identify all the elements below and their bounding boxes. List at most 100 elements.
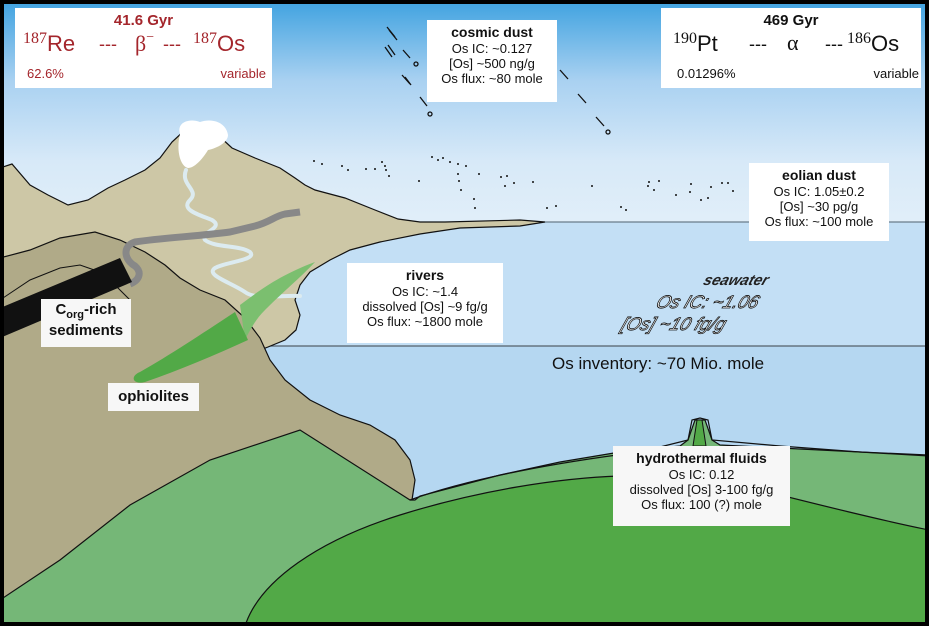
dust-speck	[313, 160, 315, 162]
os-187-abundance: variable	[220, 66, 266, 81]
dust-speck	[700, 199, 702, 201]
separator: ---	[749, 34, 767, 54]
oceanic-crust-top-edge	[409, 417, 925, 501]
dust-speck	[675, 194, 677, 196]
separator: ---	[825, 34, 843, 54]
cosmic-dust-os-ic: Os IC: ~0.127	[451, 40, 533, 56]
eolian-dust-particles	[313, 156, 734, 211]
pt-190-isotope: 190Pt	[673, 30, 718, 56]
ophiolites-text: ophiolites	[118, 388, 189, 405]
dust-speck	[647, 185, 649, 187]
hydrothermal-title: hydrothermal fluids	[636, 450, 767, 466]
dust-speck	[625, 209, 627, 211]
dust-speck	[458, 180, 460, 182]
dust-speck	[374, 168, 376, 170]
dust-speck	[478, 173, 480, 175]
dust-speck	[500, 176, 502, 178]
gray-band	[122, 208, 301, 288]
separator: ---	[163, 34, 181, 54]
hydrothermal-concentration: dissolved [Os] 3-100 fg/g	[629, 481, 774, 497]
dust-speck	[506, 175, 508, 177]
dust-speck	[546, 207, 548, 209]
dust-speck	[721, 182, 723, 184]
dust-speck	[555, 205, 557, 207]
os-187-isotope: 187Os	[193, 30, 246, 56]
dust-speck	[384, 165, 386, 167]
dust-speck	[418, 180, 420, 182]
dust-speck	[532, 181, 534, 183]
dust-speck	[465, 165, 467, 167]
dust-speck	[365, 168, 367, 170]
dust-speck	[385, 169, 387, 171]
dust-speck	[341, 165, 343, 167]
re-abundance: 62.6%	[27, 66, 64, 81]
seawater-concentration: [Os] ~10 fg/g	[618, 314, 730, 335]
dust-speck	[388, 175, 390, 177]
dust-speck	[707, 197, 709, 199]
dust-speck	[449, 161, 451, 163]
eolian-dust-title: eolian dust	[782, 167, 856, 183]
dust-speck	[513, 182, 515, 184]
pt-os-decay-box: 469 Gyr 190Pt --- α --- 186Os 0.01296% v…	[661, 8, 921, 88]
dust-speck	[732, 190, 734, 192]
dust-speck	[460, 189, 462, 191]
seawater-os-ic: Os IC: ~1.06	[653, 292, 763, 313]
dust-speck	[653, 189, 655, 191]
cosmic-dust-label: cosmic dust Os IC: ~0.127 [Os] ~500 ng/g…	[427, 20, 557, 102]
dust-speck	[457, 163, 459, 165]
separator: ---	[99, 34, 117, 54]
os-inventory: Os inventory: ~70 Mio. mole	[552, 354, 765, 373]
dust-speck	[474, 207, 476, 209]
beta-decay-symbol: β−	[135, 30, 155, 56]
re-os-decay-equation: 187Re --- β− --- 187Os	[15, 30, 272, 64]
eolian-dust-label: eolian dust Os IC: 1.05±0.2 [Os] ~30 pg/…	[749, 163, 889, 241]
re-187-isotope: 187Re	[23, 30, 76, 56]
dust-speck	[658, 180, 660, 182]
sediments-line2: sediments	[48, 321, 124, 339]
cosmic-dust-flux: Os flux: ~80 mole	[441, 71, 543, 87]
re-os-half-life: 41.6 Gyr	[113, 12, 174, 29]
seawater-title: seawater	[700, 272, 772, 289]
sediments-line1: Corg-rich	[55, 301, 117, 321]
sediments-label: Corg-rich sediments	[41, 299, 131, 347]
organic-rich-sediment-band	[4, 258, 132, 337]
eolian-dust-os-ic: Os IC: 1.05±0.2	[773, 183, 865, 199]
rivers-title: rivers	[405, 267, 445, 283]
dust-speck	[504, 185, 506, 187]
re-os-decay-box: 41.6 Gyr 187Re --- β− --- 187Os 62.6% va…	[15, 8, 272, 88]
ophiolites-label: ophiolites	[108, 383, 199, 411]
hydrothermal-fluids-label: hydrothermal fluids Os IC: 0.12 dissolve…	[613, 446, 790, 526]
rivers-os-ic: Os IC: ~1.4	[391, 283, 459, 299]
cosmic-dust-trails	[384, 26, 611, 135]
dust-speck	[437, 159, 439, 161]
pt-abundance: 0.01296%	[677, 66, 736, 81]
dust-speck	[431, 156, 433, 158]
pt-os-half-life: 469 Gyr	[763, 12, 819, 29]
alpha-decay-symbol: α	[787, 30, 799, 55]
river	[182, 168, 302, 299]
os-186-abundance: variable	[873, 66, 919, 81]
dust-speck	[727, 182, 729, 184]
dust-speck	[381, 161, 383, 163]
dust-speck	[457, 173, 459, 175]
dust-speck	[620, 206, 622, 208]
dust-speck	[473, 198, 475, 200]
rivers-concentration: dissolved [Os] ~9 fg/g	[362, 298, 488, 314]
rivers-label: rivers Os IC: ~1.4 dissolved [Os] ~9 fg/…	[347, 263, 503, 343]
dust-speck	[710, 186, 712, 188]
cosmic-dust-concentration: [Os] ~500 ng/g	[449, 55, 535, 71]
dust-speck	[591, 185, 593, 187]
hydrothermal-os-ic: Os IC: 0.12	[668, 466, 735, 482]
rivers-flux: Os flux: ~1800 mole	[367, 314, 483, 330]
ophiolite-body-light	[240, 262, 315, 340]
dust-speck	[321, 163, 323, 165]
cosmic-dust-title: cosmic dust	[451, 24, 533, 40]
snow-cap	[178, 120, 228, 168]
os-186-isotope: 186Os	[847, 30, 900, 56]
dust-speck	[690, 183, 692, 185]
eolian-dust-flux: Os flux: ~100 mole	[764, 214, 874, 230]
dust-speck	[442, 157, 444, 159]
dust-speck	[689, 191, 691, 193]
hydrothermal-flux: Os flux: 100 (?) mole	[641, 497, 762, 513]
